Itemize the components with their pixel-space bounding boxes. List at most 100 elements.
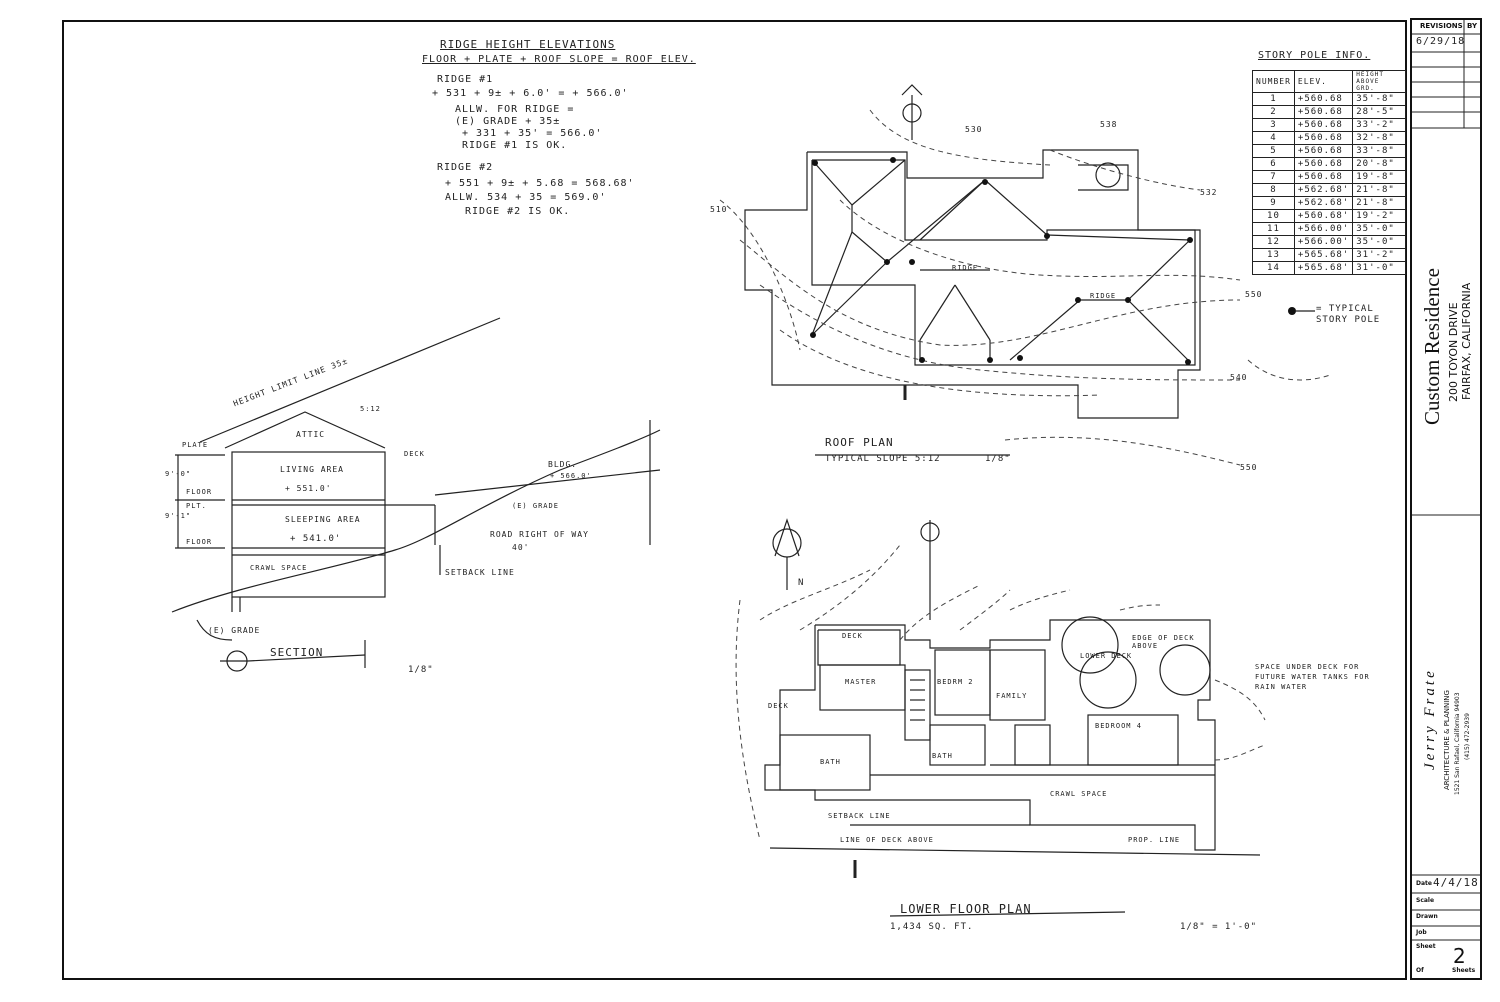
- contour-label: 532: [1200, 188, 1218, 197]
- revision-date: 6/29/18: [1416, 36, 1466, 47]
- grade-label: (E) GRADE: [512, 502, 559, 510]
- dim-a: 9'-0": [165, 470, 192, 478]
- room-label: BATH: [820, 758, 841, 766]
- firm-phone: (415) 472-2939: [1464, 713, 1471, 760]
- contour-label: 530: [965, 125, 983, 134]
- property-line-label: PROP. LINE: [1128, 836, 1181, 844]
- of-label: Of: [1416, 967, 1424, 974]
- project-city: FAIRFAX, CALIFORNIA: [1460, 282, 1473, 400]
- building-label: BLDG.: [548, 460, 578, 469]
- contour-label: 538: [1100, 120, 1118, 129]
- scale-label: Scale: [1416, 897, 1435, 904]
- tank-note: SPACE UNDER DECK FOR FUTURE WATER TANKS …: [1255, 663, 1370, 691]
- revisions-header: REVISIONS BY: [1412, 20, 1480, 34]
- firm-subtitle: ARCHITECTURE & PLANNING: [1443, 690, 1451, 790]
- contour-label: 550: [1240, 463, 1258, 472]
- room-label: BEDRM 2: [937, 678, 974, 686]
- floor-plan-title: LOWER FLOOR PLAN: [900, 902, 1032, 916]
- plate-label: PLATE: [182, 441, 209, 449]
- firm-address: 1521 San Rafael, California 94903: [1454, 692, 1461, 795]
- job-label: Job: [1416, 929, 1427, 936]
- story-pole-title: STORY POLE INFO.: [1258, 50, 1371, 61]
- ridge-notes-title: RIDGE HEIGHT ELEVATIONS: [440, 38, 616, 51]
- table-header-row: NUMBER ELEV. HEIGHT ABOVE GRD.: [1252, 70, 1407, 93]
- crawl-label: CRAWL SPACE: [250, 564, 308, 572]
- contour-label: 540: [1230, 373, 1248, 382]
- room-label: BATH: [932, 752, 953, 760]
- sleeping-elev: + 541.0': [290, 534, 342, 544]
- section-drawing: [171, 317, 661, 672]
- building-elev: + 566.0': [550, 472, 592, 480]
- sheet-number: 2: [1453, 944, 1466, 968]
- story-poles: [810, 157, 1296, 365]
- contour-label: 510: [710, 205, 728, 214]
- roof-plan-subtitle: TYPICAL SLOPE 5:12: [825, 454, 941, 464]
- roof-plan-scale: 1/8": [985, 454, 1011, 464]
- ridge2-allow: ALLW. 534 + 35 = 569.0': [445, 192, 607, 203]
- section-title: SECTION: [270, 646, 324, 659]
- north-arrow-roof: [901, 84, 923, 140]
- ridge2-title: RIDGE #2: [437, 162, 494, 173]
- egrade-label: (E) GRADE: [208, 626, 261, 635]
- plt-label: PLT.: [186, 502, 207, 510]
- ridge1-title: RIDGE #1: [437, 74, 494, 85]
- room-label: CRAWL SPACE: [1050, 790, 1108, 798]
- drawing-border: [62, 20, 1407, 980]
- ridge1-allow-c: + 331 + 35' = 566.0': [462, 128, 603, 139]
- ridge-formula: FLOOR + PLATE + ROOF SLOPE = ROOF ELEV.: [422, 54, 696, 65]
- sheets-label: Sheets: [1452, 967, 1476, 974]
- room-label: DECK: [842, 632, 863, 640]
- floor-plan-drawing: [764, 616, 1261, 878]
- north-label: N: [798, 578, 805, 588]
- living-label: LIVING AREA: [280, 465, 344, 474]
- contour-label: 550: [1245, 290, 1263, 299]
- ridge-label: RIDGE: [952, 264, 979, 272]
- sleeping-label: SLEEPING AREA: [285, 515, 361, 524]
- setback-label: SETBACK LINE: [445, 568, 515, 577]
- pole-height: 19'-8": [1352, 170, 1407, 184]
- date-label: Date: [1416, 880, 1432, 887]
- ridge2-ok: RIDGE #2 IS OK.: [465, 206, 571, 217]
- project-name: Custom Residence: [1420, 268, 1444, 425]
- room-label: DECK: [768, 702, 789, 710]
- roof-contours: [719, 109, 1331, 466]
- revisions-by-label: BY: [1467, 22, 1478, 30]
- firm-name: Jerry Frate: [1422, 668, 1438, 770]
- pole-height: 31'-0": [1352, 261, 1407, 275]
- floor-contours: [735, 544, 1266, 841]
- section-cut: [772, 518, 940, 620]
- ridge1-allow-a: ALLW. FOR RIDGE =: [455, 104, 575, 115]
- ridge1-ok: RIDGE #1 IS OK.: [462, 140, 568, 151]
- attic-label: ATTIC: [296, 430, 326, 439]
- roof-plan-drawing: [744, 149, 1201, 419]
- ridge1-calc: + 531 + 9± + 6.0' = + 566.0': [432, 88, 629, 99]
- title-block: [1410, 18, 1482, 980]
- dim-40: 40': [512, 543, 530, 552]
- table-row: 14+565.68'31'-0": [1252, 261, 1407, 275]
- slope-label: 5:12: [360, 405, 381, 413]
- section-scale: 1/8": [408, 665, 434, 675]
- ridge1-allow-b: (E) GRADE + 35±: [455, 116, 561, 127]
- sheet-date: 4/4/18: [1433, 876, 1479, 889]
- deck-above-label: LINE OF DECK ABOVE: [840, 836, 934, 844]
- deck-note: EDGE OF DECK ABOVE: [1132, 634, 1195, 650]
- floor2-label: FLOOR: [186, 538, 213, 546]
- ridge-label: RIDGE: [1090, 292, 1117, 300]
- floor-plan-scale: 1/8" = 1'-0": [1180, 922, 1258, 932]
- room-label: BEDROOM 4: [1095, 722, 1142, 730]
- room-label: FAMILY: [996, 692, 1028, 700]
- story-pole-legend: = TYPICAL STORY POLE: [1316, 304, 1381, 325]
- pole-elev: +565.68': [1293, 261, 1354, 275]
- room-label: MASTER: [845, 678, 877, 686]
- road-label: ROAD RIGHT OF WAY: [490, 530, 589, 539]
